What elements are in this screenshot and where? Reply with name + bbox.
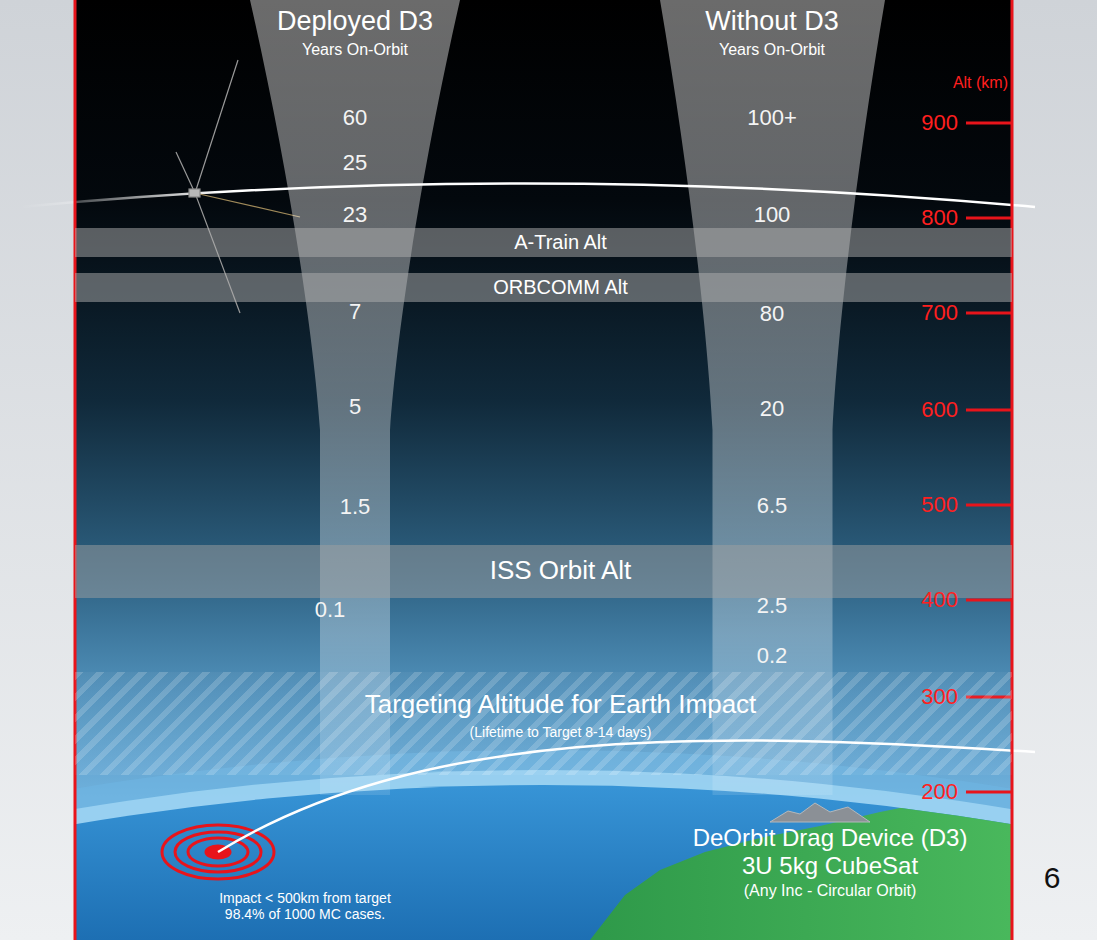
altitude-value: 800	[921, 205, 958, 230]
band-subtitle: Years On-Orbit	[719, 41, 825, 59]
lifetime-value: 23	[343, 202, 367, 227]
land	[590, 788, 1012, 940]
lifetime-value: 6.5	[757, 493, 788, 518]
lifetime-value: 1.5	[340, 494, 371, 519]
target-altitude-band: Targeting Altitude for Earth Impact (Life…	[75, 672, 1012, 775]
tick	[966, 409, 1012, 412]
boom	[195, 60, 238, 193]
frame-line	[74, 0, 77, 940]
lifetime-value: 5	[349, 394, 361, 419]
lifetime-value: 20	[760, 396, 784, 421]
device-title: DeOrbit Drag Device (D3)	[693, 824, 968, 852]
band-title: Targeting Altitude for Earth Impact	[365, 690, 757, 720]
altitude-axis	[75, 0, 1012, 940]
atmosphere-outer	[75, 750, 1012, 940]
axis-title: Alt (km)	[953, 74, 1008, 92]
lifetime-value: 25	[343, 150, 367, 175]
altitude-value: 900	[921, 110, 958, 135]
atmosphere-inner	[75, 770, 1012, 940]
band-title: Deployed D3	[277, 6, 433, 37]
tick	[966, 791, 1012, 794]
cubesat-sketch	[770, 803, 870, 822]
band-title: Without D3	[705, 6, 839, 37]
altitude-axis-line	[1011, 0, 1014, 940]
altitude-band: ORBCOMM Alt	[75, 273, 1012, 302]
altitude-value: 500	[921, 492, 958, 517]
band-subtitle: Years On-Orbit	[302, 41, 408, 59]
earth	[75, 750, 1012, 940]
page-number: 6	[1044, 861, 1061, 896]
altitude-band: A-Train Alt	[75, 228, 1012, 257]
band-title: ISS Orbit Alt	[490, 556, 632, 586]
satellite-body	[189, 189, 200, 197]
lifetime-value: 7	[349, 299, 361, 324]
land-group	[590, 788, 1012, 940]
device-subtitle: (Any Inc - Circular Orbit)	[744, 882, 916, 900]
altitude-value: 400	[921, 587, 958, 612]
tick	[966, 504, 1012, 507]
altitude-value: 200	[921, 779, 958, 804]
tick	[966, 217, 1012, 220]
lifetime-value: 0.1	[315, 597, 346, 622]
lifetime-value: 100	[754, 202, 791, 227]
lifetime-value: 100+	[747, 105, 797, 130]
lifetime-value: 2.5	[757, 593, 788, 618]
lifetime-value: 80	[760, 301, 784, 326]
device-title: 3U 5kg CubeSat	[742, 852, 918, 880]
orbit-arc	[20, 184, 1035, 208]
band-subtitle: (Lifetime to Target 8-14 days)	[470, 724, 652, 740]
boom	[195, 193, 300, 217]
ocean	[75, 785, 1012, 940]
impact-note: Impact < 500km from target 98.4% of 1000…	[200, 890, 410, 922]
boom	[176, 152, 195, 193]
tick	[966, 122, 1012, 125]
band-title: A-Train Alt	[514, 231, 607, 254]
tick	[966, 312, 1012, 315]
altitude-band: ISS Orbit Alt	[75, 545, 1012, 598]
altitude-value: 300	[921, 684, 958, 709]
altitude-value: 700	[921, 300, 958, 325]
lifetime-value: 60	[343, 105, 367, 130]
altitude-value: 600	[921, 397, 958, 422]
lifetime-value: 0.2	[757, 643, 788, 668]
band-title: ORBCOMM Alt	[493, 276, 627, 299]
tick	[966, 599, 1012, 602]
